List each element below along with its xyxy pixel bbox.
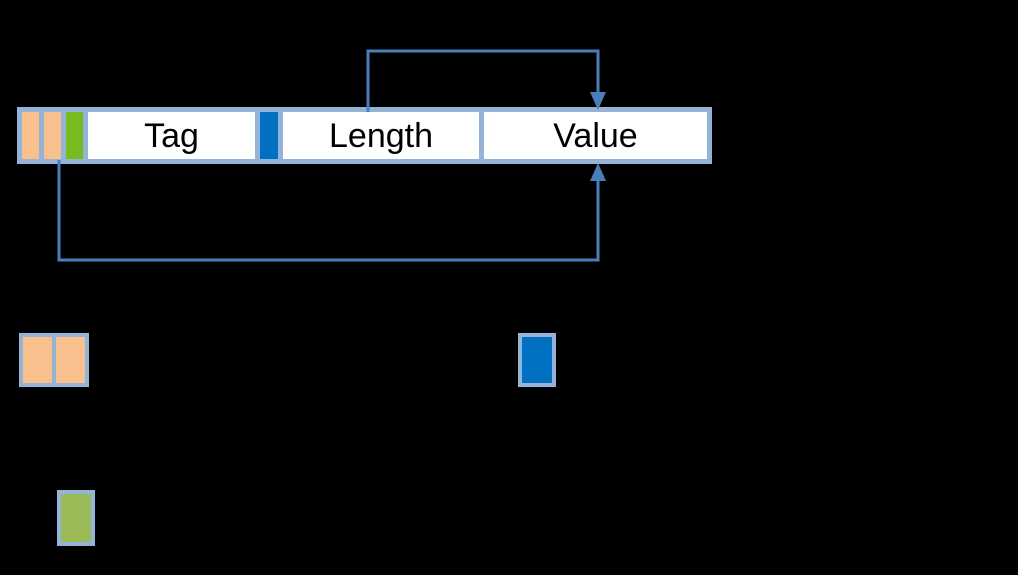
legend-cell-orange-1 <box>23 337 52 383</box>
tlv-bar: Tag Length Value <box>17 107 712 164</box>
segment-green-1 <box>66 112 83 159</box>
segment-tag-label: Tag <box>144 116 199 155</box>
segment-length: Length <box>283 112 479 159</box>
connector-bottom-path <box>57 160 600 262</box>
arrowhead-up-icon <box>590 163 606 181</box>
legend-swatch-blue <box>518 333 556 387</box>
segment-length-label: Length <box>329 116 433 155</box>
legend-cell-blue-1 <box>522 337 552 383</box>
segment-blue-1 <box>260 112 278 159</box>
segment-orange-1 <box>22 112 39 159</box>
legend-cell-orange-2 <box>56 337 85 383</box>
segment-tag: Tag <box>88 112 255 159</box>
connector-top-path <box>366 49 600 112</box>
segment-orange-2 <box>44 112 61 159</box>
segment-value-label: Value <box>553 116 638 155</box>
segment-value: Value <box>484 112 707 159</box>
legend-swatch-green <box>57 490 95 546</box>
legend-cell-green-1 <box>61 494 91 542</box>
legend-swatch-orange <box>19 333 89 387</box>
connector-length-to-value-top <box>366 49 606 112</box>
connector-green-to-value-bottom <box>57 160 606 262</box>
